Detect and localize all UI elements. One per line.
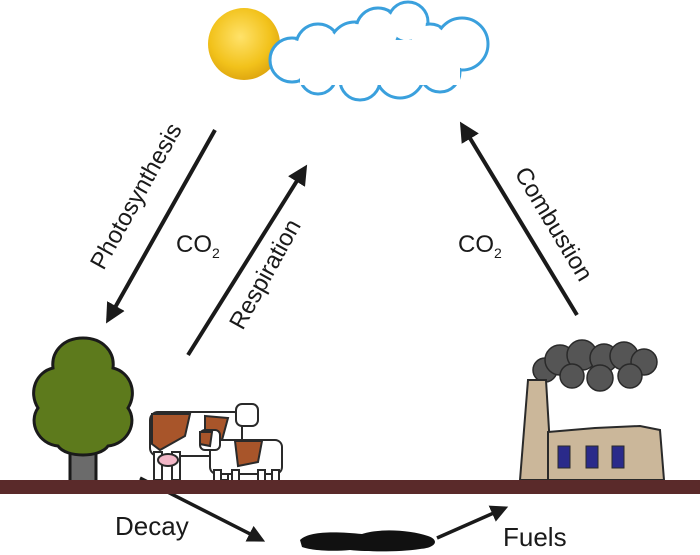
fuels-label: Fuels: [503, 522, 567, 552]
co2-right-text: CO: [458, 231, 494, 258]
cloud-icon: [268, 0, 490, 102]
co2-label-right: CO2: [458, 231, 502, 261]
tree-icon: [32, 336, 134, 484]
co2-left-subscript: 2: [212, 245, 220, 261]
fuel-puddle-icon: [300, 530, 435, 552]
respiration-arrow: [186, 164, 308, 357]
combustion-arrow: [459, 121, 579, 317]
factory-icon: [518, 339, 666, 481]
decay-label: Decay: [115, 511, 189, 541]
co2-left-text: CO: [176, 231, 212, 258]
fuels-arrow: [436, 505, 509, 540]
co2-label-left: CO2: [176, 231, 220, 261]
photosynthesis-arrow: [106, 129, 217, 324]
ground-line: [0, 480, 700, 494]
sun-icon: [208, 8, 280, 80]
photosynthesis-label: Photosynthesis: [85, 119, 188, 274]
smoke-icon: [532, 339, 658, 392]
co2-right-subscript: 2: [494, 245, 502, 261]
cow-icon: [149, 403, 283, 485]
